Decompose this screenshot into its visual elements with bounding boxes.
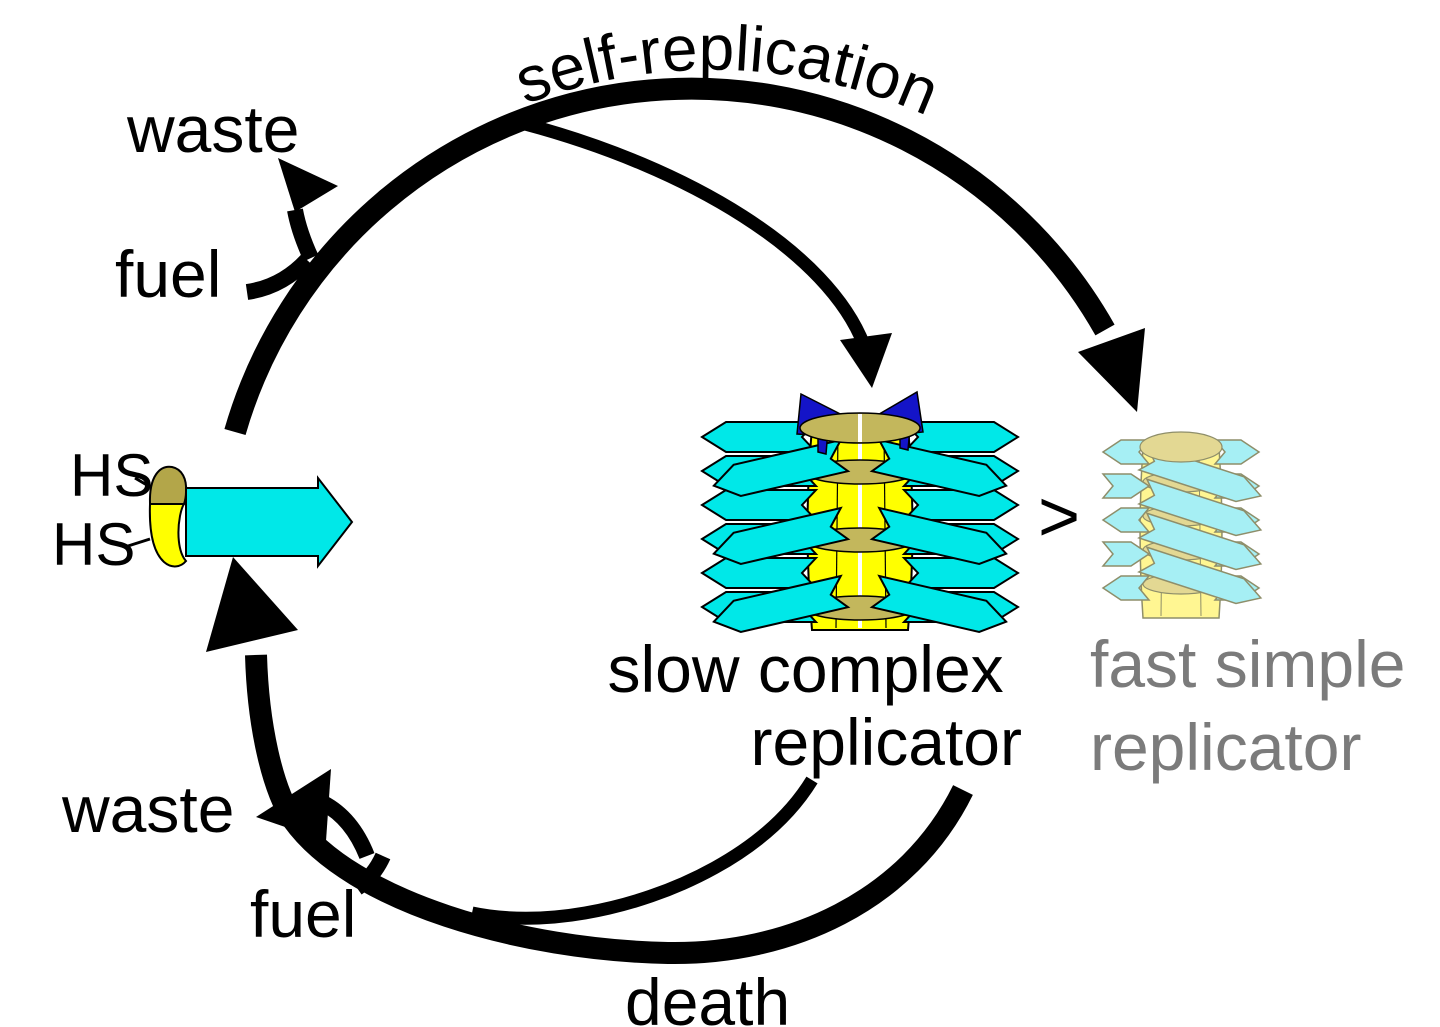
self-replication-cycle-arrow	[224, 77, 1145, 436]
slow-complex-replicator	[701, 390, 1019, 639]
waste-out-arrowhead-bottom	[256, 769, 331, 841]
waste-out-shaft-bottom	[319, 795, 375, 860]
monomer-building-block: HS HS	[52, 442, 354, 578]
death-arrowhead-to-monomer	[206, 557, 298, 652]
fast-stack-top-lid	[1139, 431, 1223, 463]
fast-simple-replicator	[1102, 431, 1266, 619]
death-arc-from-fast-replicator	[245, 654, 973, 965]
fast-replicator-label-line2: replicator	[1090, 710, 1361, 784]
fuel-in-arrow-bottom	[352, 852, 391, 895]
waste-label-bottom: waste	[61, 772, 234, 846]
slow-replicator-label-line2: replicator	[751, 705, 1022, 779]
peptide-arm-arrow	[185, 475, 354, 569]
fuel-waste-exchange-top	[245, 158, 338, 300]
branch-arc-to-slow-replicator	[523, 117, 871, 348]
cycle-arrowhead-to-fast-replicator	[1078, 328, 1145, 412]
fuel-waste-exchange-bottom	[256, 769, 391, 895]
macrocycle-curl-top	[148, 465, 188, 505]
branch-arrowhead-to-slow-replicator	[840, 333, 892, 388]
death-label: death	[625, 965, 790, 1027]
cycle-arc	[224, 77, 1115, 436]
greater-than-symbol: >	[1038, 477, 1080, 557]
fast-replicator-label: fast simple replicator	[1090, 627, 1424, 784]
slow-replicator-label-line1: slow complex	[608, 632, 1004, 706]
fuel-label-top: fuel	[115, 237, 221, 311]
waste-out-shaft-top	[287, 208, 319, 262]
thiol-label-bottom: HS	[52, 511, 135, 578]
death-cycle-arrows	[206, 557, 973, 965]
fuel-label-bottom: fuel	[250, 877, 356, 951]
waste-label-top: waste	[126, 92, 299, 166]
waste-out-arrowhead-top	[278, 158, 338, 212]
macrocycle-curl-bottom	[148, 503, 188, 568]
thiol-bond-bottom	[127, 537, 151, 548]
slow-replicator-label: slow complex replicator	[608, 632, 1022, 779]
fuel-in-arrow-top	[245, 254, 313, 300]
fast-replicator-label-line1: fast simple	[1090, 627, 1405, 701]
death-arc-from-slow-replicator	[470, 776, 818, 925]
thiol-label-top: HS	[70, 442, 153, 509]
